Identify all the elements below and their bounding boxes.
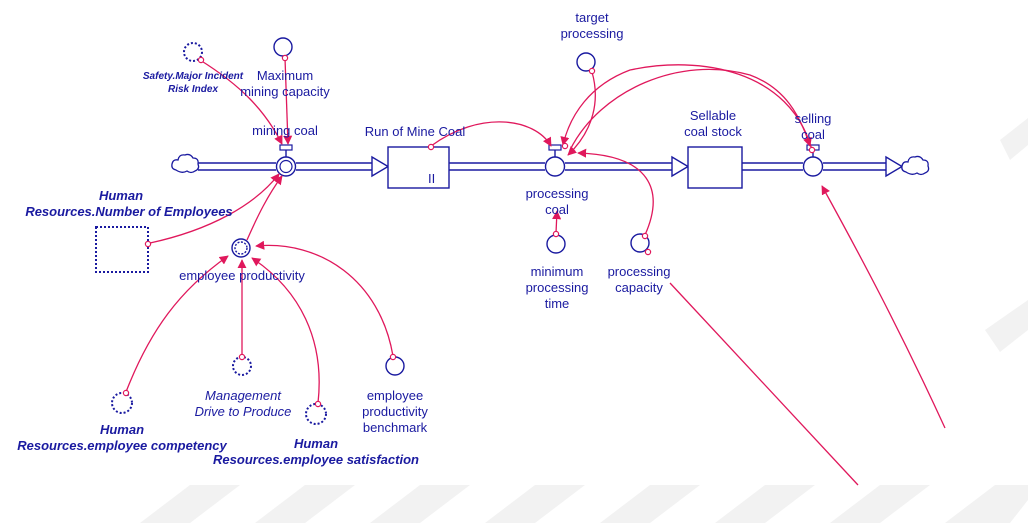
- label-safety-index-2: Risk Index: [168, 84, 218, 95]
- label-benchmark-3: benchmark: [363, 420, 428, 435]
- label-target-processing-2: processing: [561, 26, 624, 41]
- label-hr-competency-2: Resources.employee competency: [17, 438, 227, 453]
- ghost-stock-employees[interactable]: [95, 226, 149, 273]
- label-processing-coal-2: coal: [545, 202, 569, 217]
- label-employee-productivity: employee productivity: [179, 268, 305, 283]
- label-hr-employees-2: Resources.Number of Employees: [25, 204, 232, 219]
- valve-icon[interactable]: [275, 144, 297, 177]
- label-selling-1: selling: [795, 111, 832, 126]
- auxiliary-circle-icon[interactable]: [576, 52, 596, 72]
- sellable-coal-stock[interactable]: [687, 146, 743, 189]
- cloud-icon: [171, 153, 200, 174]
- label-target-processing-1: target: [575, 10, 609, 25]
- label-management-1: Management: [205, 388, 282, 403]
- label-hr-competency-1: Human: [100, 422, 144, 437]
- label-min-proc-2: processing: [526, 280, 589, 295]
- label-selling-2: coal: [801, 127, 825, 142]
- stock-glyph: II: [428, 171, 435, 186]
- auxiliary-circle-icon[interactable]: [273, 37, 293, 57]
- label-management-2: Drive to Produce: [195, 404, 292, 419]
- label-hr-employees-1: Human: [99, 188, 143, 203]
- label-run-of-mine-coal: Run of Mine Coal: [365, 124, 466, 139]
- run-of-mine-coal-stock[interactable]: [387, 146, 450, 189]
- label-sellable-1: Sellable: [690, 108, 736, 123]
- ghost-auxiliary-icon[interactable]: [305, 403, 327, 425]
- label-sellable-2: coal stock: [684, 124, 742, 139]
- cloud-icon: [901, 155, 930, 176]
- auxiliary-circle-icon[interactable]: [385, 356, 405, 376]
- label-proc-capacity-2: capacity: [615, 280, 663, 295]
- valve-icon[interactable]: [544, 144, 566, 177]
- ghost-auxiliary-icon[interactable]: [232, 356, 252, 376]
- label-benchmark-1: employee: [367, 388, 423, 403]
- ghost-auxiliary-icon[interactable]: [183, 42, 203, 62]
- label-mining-coal: mining coal: [252, 123, 318, 138]
- label-hr-satisfaction-1: Human: [294, 436, 338, 451]
- label-min-proc-3: time: [545, 296, 570, 311]
- label-proc-capacity-1: processing: [608, 264, 671, 279]
- ghost-auxiliary-icon: [234, 241, 248, 255]
- label-safety-index-1: Safety.Major Incident: [143, 71, 244, 82]
- label-max-mining-1: Maximum: [257, 68, 313, 83]
- ghost-auxiliary-icon[interactable]: [111, 392, 133, 414]
- label-processing-coal-1: processing: [526, 186, 589, 201]
- label-min-proc-1: minimum: [531, 264, 584, 279]
- auxiliary-circle-icon[interactable]: [546, 234, 566, 254]
- label-benchmark-2: productivity: [362, 404, 428, 419]
- label-hr-satisfaction-2: Resources.employee satisfaction: [213, 452, 419, 467]
- label-max-mining-2: mining capacity: [240, 84, 330, 99]
